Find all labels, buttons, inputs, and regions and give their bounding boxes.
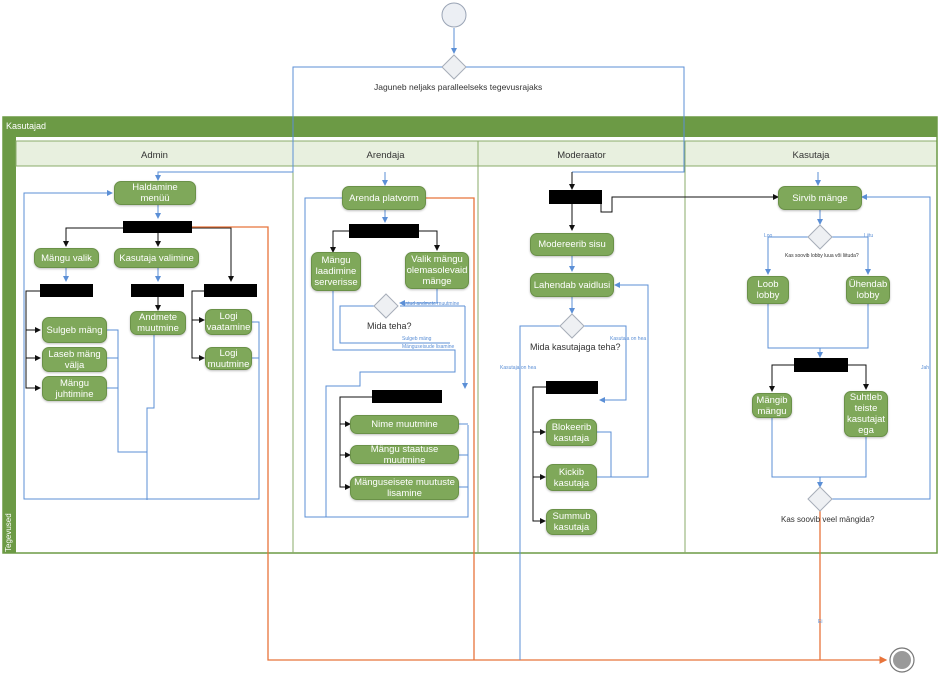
- user-play-node: Mängib mängu: [752, 393, 792, 418]
- start-node: [441, 2, 467, 28]
- pool-side-label: Tegevused: [4, 513, 13, 552]
- mod-action-fork-bar: [546, 381, 598, 394]
- mod-hint-left: Kasutaja on hea: [500, 365, 537, 371]
- mod-moderate-node: Modereerib sisu: [530, 233, 614, 256]
- mod-resolve-node: Lahendab vaidlusi: [530, 273, 614, 297]
- pool-side-band: [3, 137, 16, 553]
- admin-game-choice-node: Mängu valik: [34, 248, 99, 268]
- again-decision: [807, 486, 833, 512]
- mod-kick-node: Kickib kasutaja: [546, 464, 597, 491]
- mod-decision: [559, 313, 585, 339]
- admin-kick-game-node: Laseb mäng välja: [42, 347, 107, 372]
- admin-user-fork-bar: [131, 284, 184, 297]
- user-hint-yes: Jah: [921, 365, 930, 371]
- lane-title-admin: Admin: [141, 149, 168, 161]
- dev-select-existing-node: Valik mängu olemasolevaid mänge: [405, 252, 469, 289]
- dev-decision: [373, 293, 399, 319]
- lobby-decision: [807, 224, 833, 250]
- mod-question-label: Mida kasutajaga teha?: [530, 342, 621, 352]
- mod-block-node: Blokeerib kasutaja: [546, 419, 597, 446]
- user-hint-create: Loo: [764, 233, 773, 239]
- dev-name-change-node: Nime muutmine: [350, 415, 459, 434]
- dev-fork-bar: [349, 224, 419, 238]
- admin-user-choice-node: Kasutaja valimine: [114, 248, 199, 268]
- dev-settings-add-node: Mänguseisete muutuste lisamine: [350, 476, 459, 500]
- admin-close-game-node: Sulgeb mäng: [42, 317, 107, 343]
- user-lobby-question: Kas soovib lobby luua või liituda?: [785, 253, 859, 259]
- dev-question-label: Mida teha?: [367, 321, 412, 331]
- admin-data-change-node: Andmete muutmine: [130, 311, 186, 335]
- admin-log-view-node: Logi vaatamine: [205, 309, 252, 335]
- user-again-question: Kas soovib veel mängida?: [781, 515, 875, 524]
- admin-log-fork-bar: [204, 284, 257, 297]
- admin-log-change-node: Logi muutmine: [205, 347, 252, 370]
- user-hint-join: Liitu: [864, 233, 874, 239]
- admin-game-fork-bar: [40, 284, 93, 297]
- user-create-lobby-node: Loob lobby: [747, 276, 789, 304]
- admin-menu-node: Haldamine menüü: [114, 181, 196, 205]
- mod-mute-node: Summub kasutaja: [546, 509, 597, 535]
- admin-fork-bar: [123, 221, 192, 233]
- dev-upload-node: Mängu laadimine serverisse: [311, 252, 361, 291]
- mod-hint-right: Kasutaja on hea: [610, 336, 647, 342]
- dev-change-fork-bar: [372, 390, 442, 403]
- lanes-header: [15, 140, 938, 167]
- dev-hint-parallel: Mänguseisude lisamine: [402, 344, 455, 350]
- lane-title-arendaja: Arendaja: [366, 149, 405, 161]
- lane-title-kasutaja: Kasutaja: [792, 149, 830, 161]
- pool-title: Kasutajad: [6, 121, 47, 131]
- mod-fork-bar: [549, 190, 602, 204]
- dev-hint-close: Sulgeb mäng: [402, 336, 432, 342]
- split-label: Jaguneb neljaks paralleelseks tegevusraj…: [374, 82, 543, 92]
- user-browse-node: Sirvib mänge: [778, 186, 862, 210]
- user-fork-bar: [794, 358, 848, 372]
- dev-hint-changes: Antud andmete muutmine: [402, 301, 460, 307]
- user-communicate-node: Suhtleb teiste kasutajat ega: [844, 391, 888, 437]
- split-decision: [441, 54, 467, 80]
- dev-status-change-node: Mängu staatuse muutmine: [350, 444, 459, 466]
- user-hint-no: Ei: [818, 619, 823, 625]
- user-join-lobby-node: Ühendab lobby: [846, 276, 890, 304]
- lane-title-moderaator: Moderaator: [557, 149, 606, 161]
- pool-header: [3, 117, 937, 137]
- admin-manage-game-node: Mängu juhtimine: [42, 376, 107, 401]
- dev-develop-node: Arenda platvorm: [342, 186, 426, 210]
